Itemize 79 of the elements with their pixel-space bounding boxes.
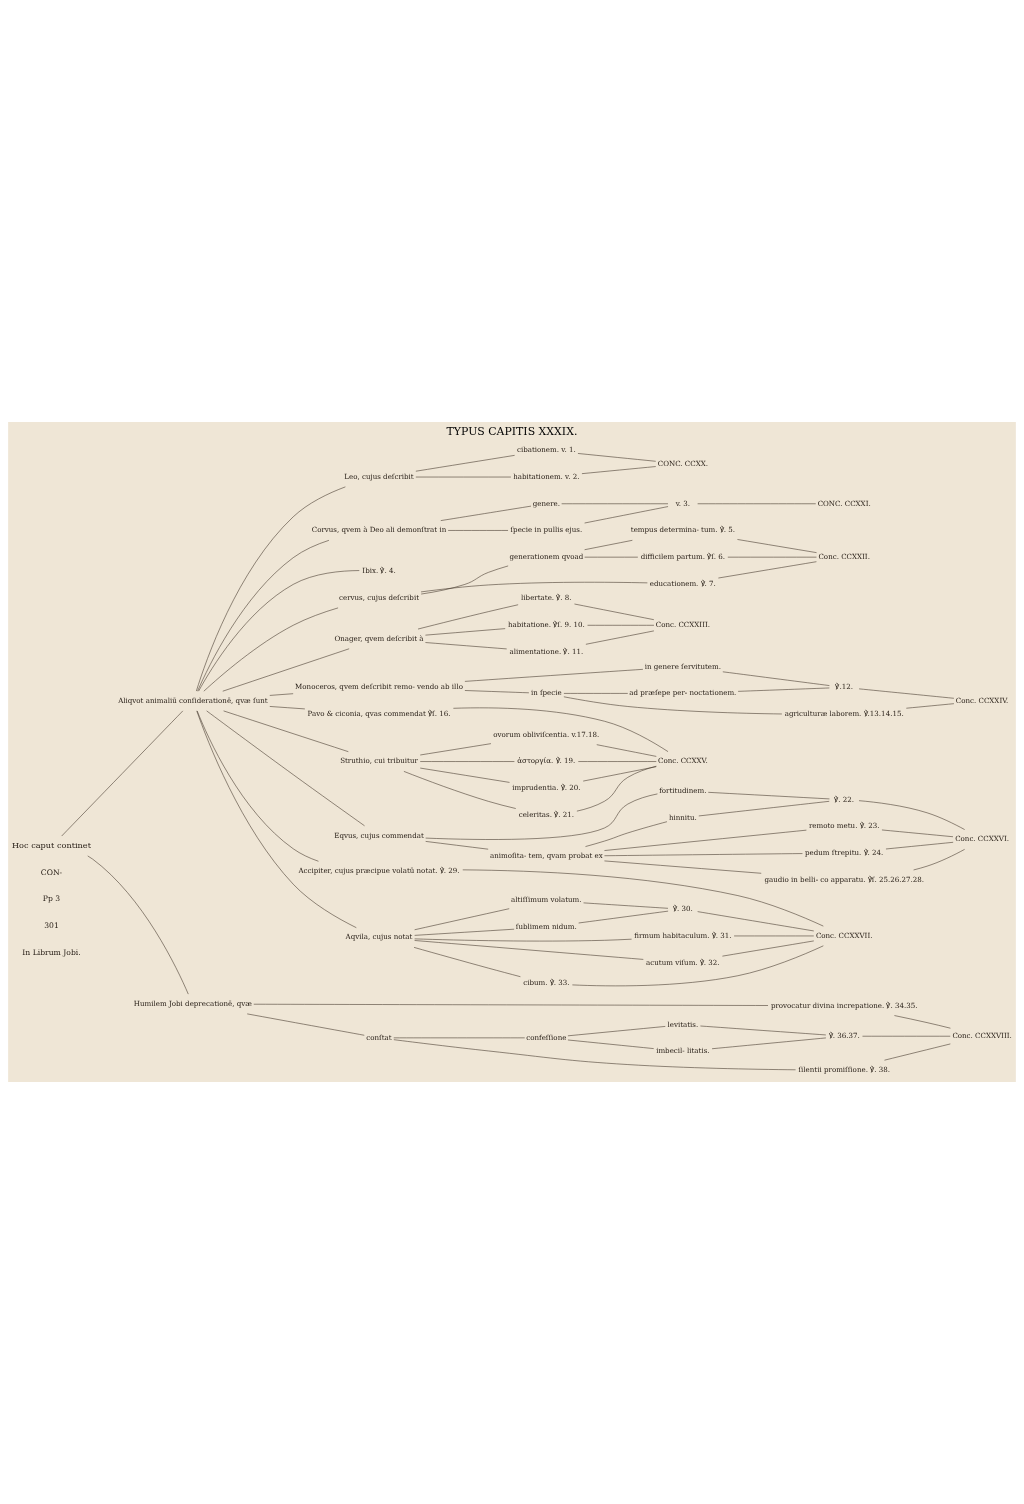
connector (420, 581, 648, 593)
connector (419, 767, 510, 783)
connector (913, 849, 965, 871)
connector (585, 630, 655, 645)
connector (196, 486, 346, 692)
connector (447, 530, 509, 531)
connector (604, 853, 803, 856)
connector (737, 687, 830, 692)
connector (584, 506, 669, 524)
connector (223, 710, 349, 752)
connector (246, 1013, 365, 1036)
connector (417, 604, 519, 630)
connector (577, 453, 656, 462)
connector (583, 902, 669, 909)
connector (419, 743, 492, 756)
connector (567, 1026, 666, 1037)
connector (197, 540, 330, 692)
connector (584, 540, 633, 550)
connector (196, 710, 357, 928)
connector (708, 792, 830, 800)
connector (722, 671, 830, 686)
connector (578, 761, 657, 762)
connector (858, 800, 965, 830)
connector (425, 793, 658, 840)
connector (858, 688, 955, 699)
connector (269, 706, 306, 710)
connector (425, 628, 506, 636)
connector (414, 938, 632, 942)
connector (87, 855, 189, 995)
connector (578, 910, 669, 924)
connector (403, 771, 517, 809)
connector (563, 696, 783, 715)
connector (698, 801, 830, 817)
connector (718, 561, 817, 579)
connector (198, 570, 360, 692)
connector (414, 908, 510, 931)
connector (203, 607, 339, 692)
connector (464, 690, 530, 694)
connector (574, 603, 655, 620)
connector (61, 710, 184, 837)
connector (414, 940, 644, 960)
connector (440, 505, 532, 521)
diagram-title: TYPUS CAPITIS XXXIX. (446, 425, 578, 439)
connector (269, 693, 294, 696)
connector (393, 1037, 525, 1039)
connector (415, 455, 515, 472)
connector (414, 928, 515, 936)
connector (453, 707, 669, 752)
connector (881, 829, 954, 838)
connector (700, 1025, 827, 1036)
connector (582, 766, 657, 782)
connector (884, 1043, 951, 1061)
connector (906, 703, 955, 709)
connector (711, 1037, 827, 1050)
connector (572, 945, 824, 987)
connector (420, 565, 509, 595)
connector (462, 869, 824, 927)
connector (413, 947, 521, 977)
connector (253, 1003, 769, 1006)
connector (894, 1015, 951, 1029)
connector (419, 761, 515, 762)
connector (425, 642, 507, 650)
connector (393, 1039, 796, 1071)
connector (585, 821, 668, 847)
connector (722, 940, 815, 957)
connector (604, 829, 807, 851)
connector (206, 710, 365, 827)
connector (737, 539, 817, 553)
connector (222, 648, 350, 692)
connector (576, 765, 657, 812)
connector (464, 669, 644, 682)
connector (885, 842, 954, 850)
connector (596, 744, 657, 757)
connector (567, 1039, 654, 1049)
connector (604, 860, 762, 874)
connector (425, 841, 489, 850)
connector (196, 710, 319, 862)
connector (581, 466, 657, 474)
node-text: Hoc caput continet (12, 839, 91, 850)
